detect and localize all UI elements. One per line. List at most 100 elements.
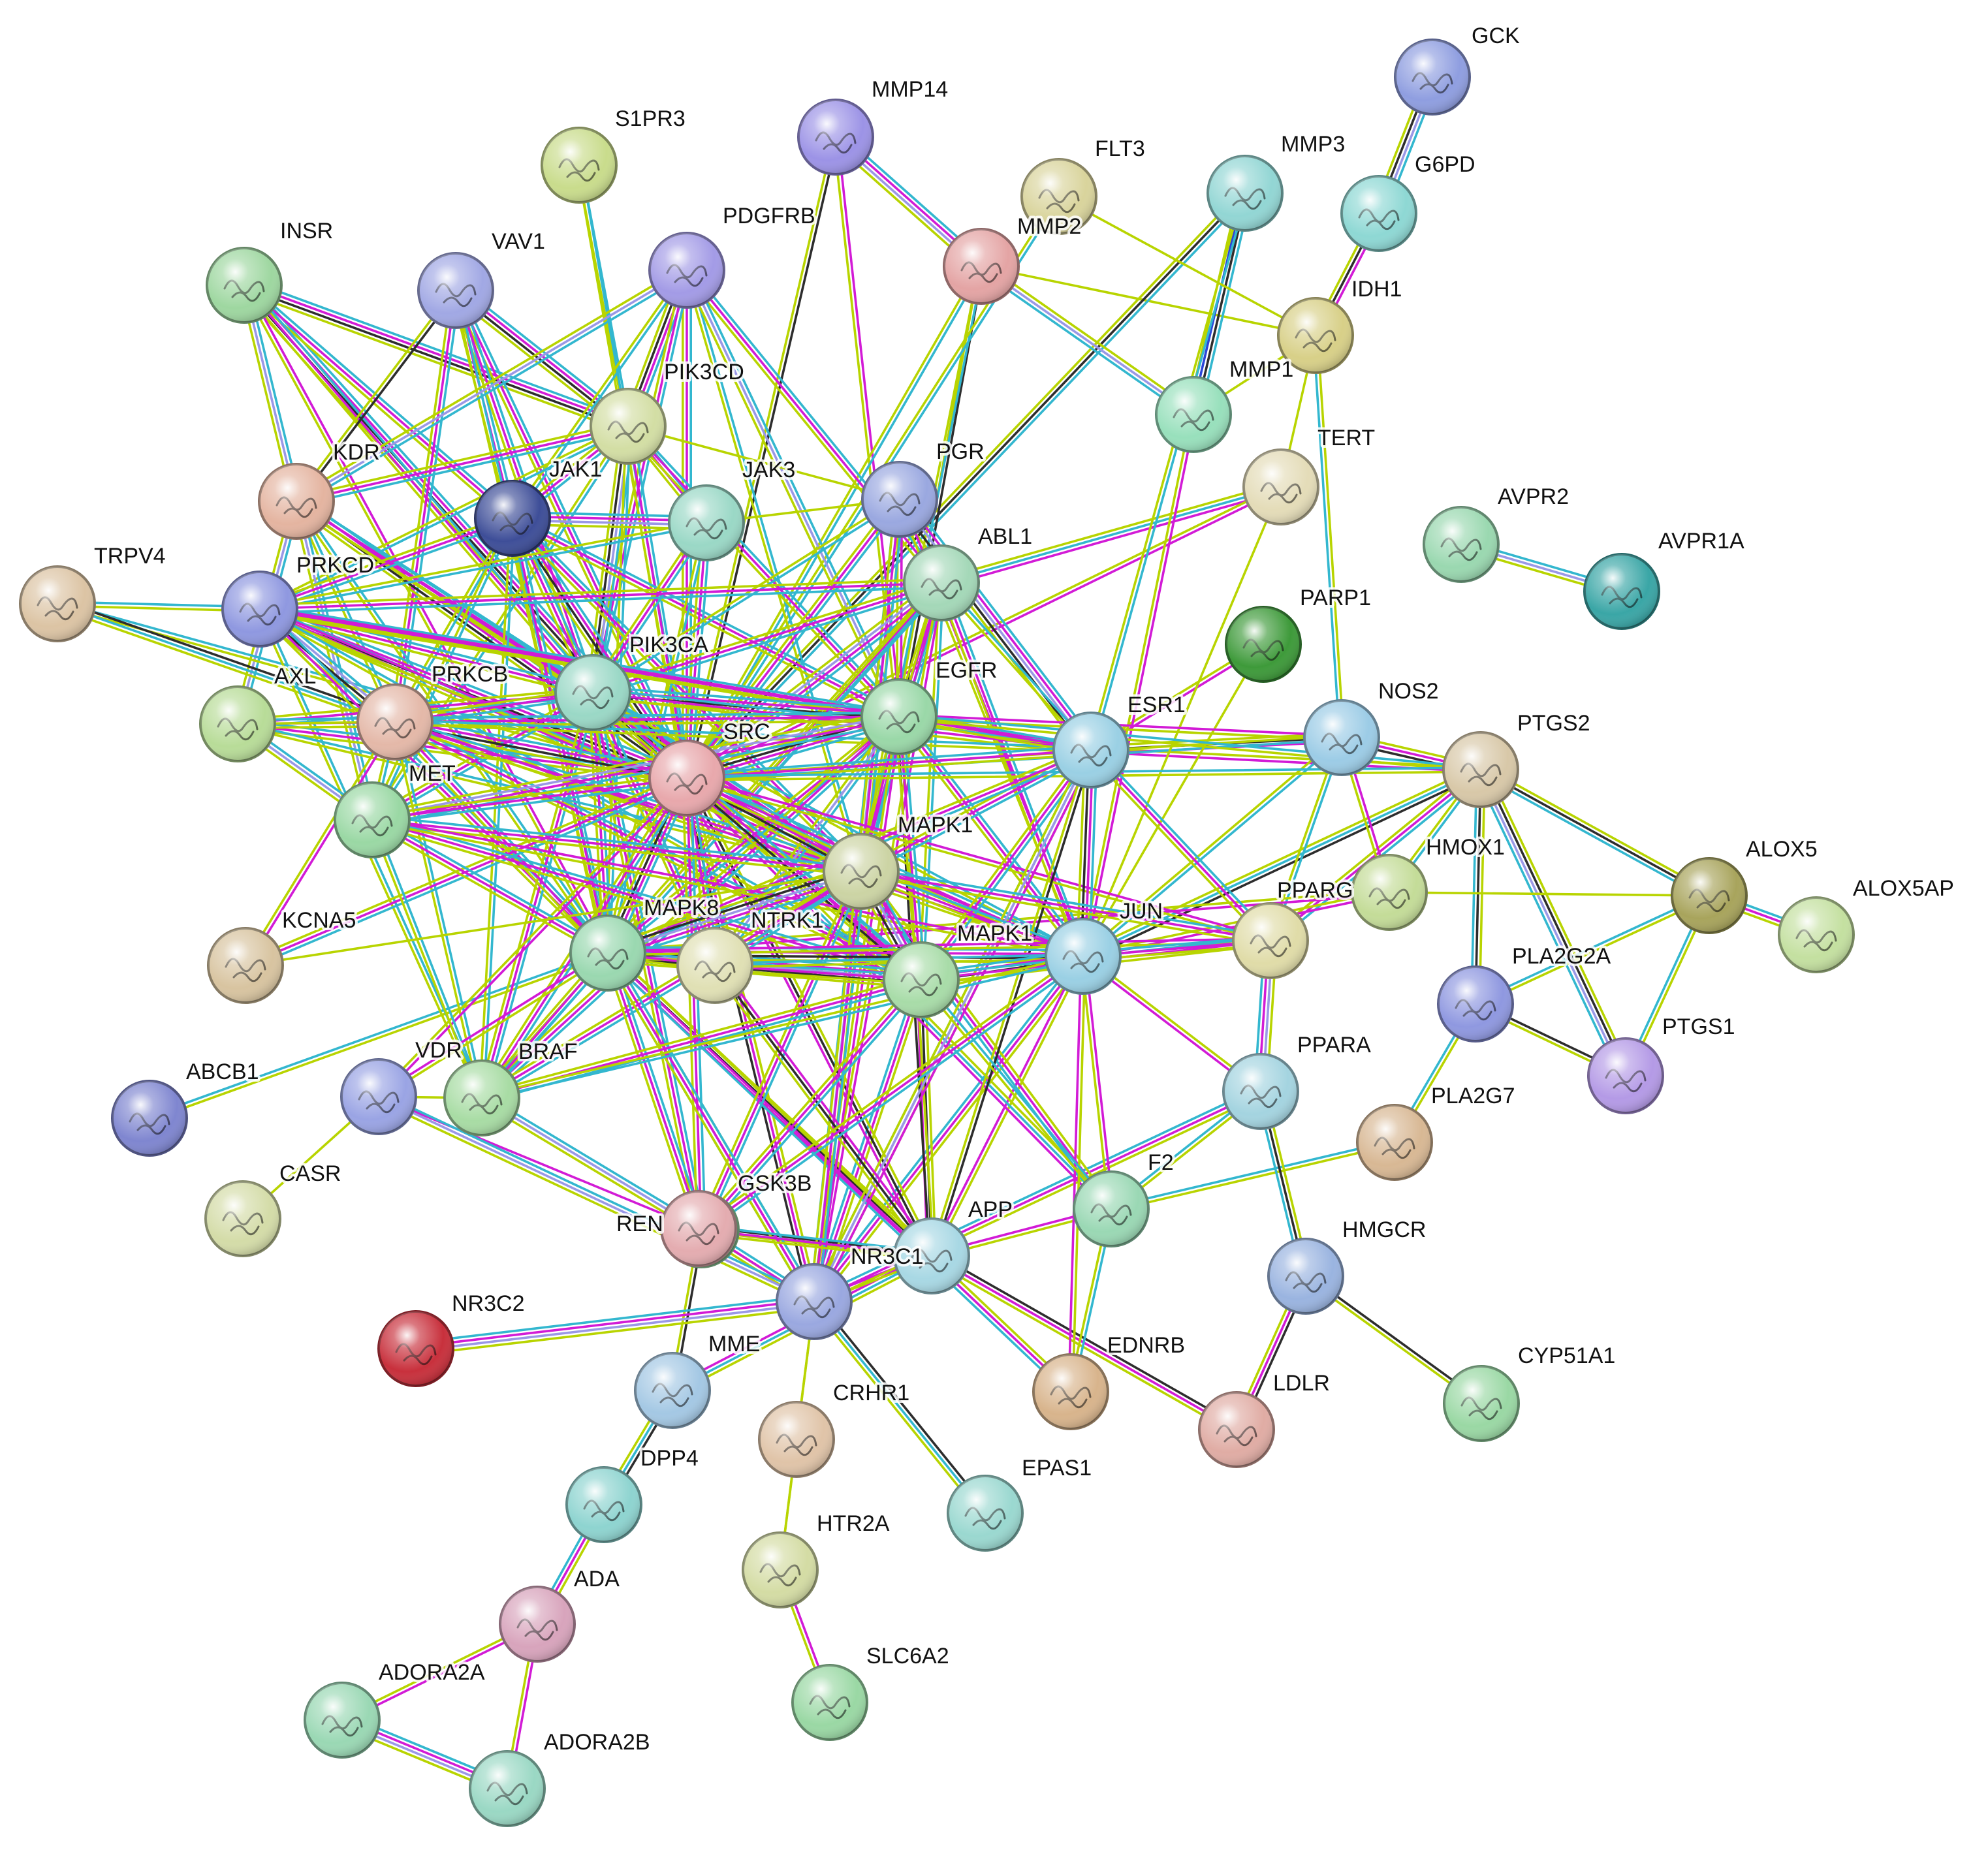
edge-MAPK1b-F2[interactable] (918, 977, 1114, 1212)
edge-INSR-PIK3CD[interactable] (240, 278, 632, 433)
edge-PRKCB-EGFR[interactable] (394, 712, 900, 727)
edge-ESR1-NR3C1[interactable] (809, 747, 1096, 1305)
edge-JUN-F2[interactable] (1080, 954, 1114, 1211)
edge-ABCB1-MAPK8[interactable] (148, 950, 610, 1121)
edge-PDGFRB-KDR[interactable] (293, 265, 690, 507)
edge-MAPK1-BRAF[interactable] (479, 866, 864, 1103)
edge-MAPK8-GSK3B[interactable] (603, 950, 706, 1232)
edge-MMP3-SRC[interactable] (682, 189, 1250, 783)
edge-NR3C1-EPAS1[interactable] (810, 1298, 990, 1517)
edge-MMP1-MMP2[interactable] (977, 262, 1197, 419)
edge-PRKCB-ESR1[interactable] (394, 719, 1092, 753)
edge-JUN-BRAF[interactable] (480, 953, 1085, 1101)
edge-VAV1-KDR[interactable] (293, 288, 459, 504)
edge-NR3C1-PPARA[interactable] (811, 1086, 1264, 1307)
edge-PDGFRB-JAK1[interactable] (509, 268, 690, 521)
edge-NTRK1-APP[interactable] (710, 962, 936, 1260)
edge-KCNA5-MAPK1[interactable] (244, 870, 862, 967)
edge-MAPK1-PPARG[interactable] (859, 866, 1272, 946)
edge-PGR-ESR1[interactable] (892, 493, 1099, 757)
edge-ABL1-PRKCD[interactable] (258, 578, 943, 614)
edge-SRC-PPARG[interactable] (685, 775, 1272, 944)
edge-MET-MAPK8[interactable] (369, 815, 611, 958)
edge-JAK3-PRKCD[interactable] (258, 520, 708, 612)
edge-NR3C2-NR3C1[interactable] (414, 1294, 816, 1356)
edge-PIK3CD-EGFR[interactable] (623, 422, 904, 721)
edge-ALOX5-HMOX1[interactable] (1388, 891, 1711, 897)
edge-ESR1-PPARG[interactable] (1086, 745, 1275, 945)
edge-MAPK1b-GSK3B[interactable] (697, 976, 926, 1234)
edge-F2-PLA2G7[interactable] (1109, 1139, 1396, 1212)
edge-NOS2-IDH1[interactable] (1312, 334, 1345, 740)
edge-PIK3CD-PRKCD[interactable] (257, 423, 631, 612)
edge-FLT3-IDH1[interactable] (1058, 195, 1317, 337)
edge-EGFR-PTGS2[interactable] (897, 713, 1483, 773)
edge-SRC-ESR1[interactable] (685, 745, 1093, 783)
edge-GSK3B-APP[interactable] (699, 1225, 934, 1261)
edge-SRC-VDR[interactable] (375, 776, 690, 1099)
edge-MET-JUN[interactable] (370, 817, 1085, 960)
edge-PRKCB-KCNA5[interactable] (242, 719, 398, 968)
edge-MMP14-SRC[interactable] (684, 135, 839, 780)
edge-TRPV4-PRKCB[interactable] (55, 599, 398, 727)
edge-PARP1-JUN[interactable] (1082, 643, 1265, 958)
edge-ABL1-MAPK1b[interactable] (918, 582, 945, 981)
edge-MET-BRAF[interactable] (369, 818, 485, 1100)
edge-JUN-GSK3B[interactable] (697, 952, 1087, 1234)
edge-TERT-JUN[interactable] (1082, 486, 1282, 958)
edge-GSK3B-VDR[interactable] (377, 1095, 702, 1231)
edge-ALOX5-PTGS2[interactable] (1477, 764, 1712, 901)
